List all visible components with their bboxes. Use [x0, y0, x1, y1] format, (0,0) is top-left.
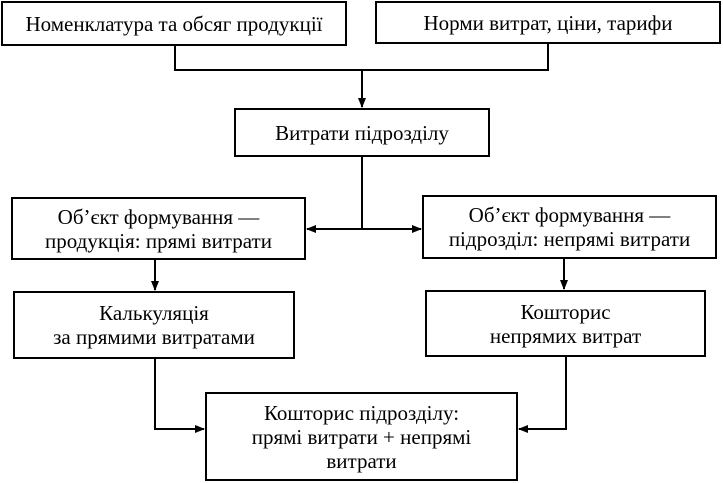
box-estimate-unit-line1: Кошторис підрозділу:: [263, 400, 460, 425]
box-estimate-indirect-line2: непрямих витрат: [489, 323, 642, 348]
box-calculation-line1: Калькуляція: [99, 301, 209, 325]
box-estimate-unit-line2: прямі витрати + непрямі: [251, 424, 472, 449]
box-estimate-unit: Кошторис підрозділу: прямі витрати + неп…: [205, 392, 518, 481]
box-object-product: Об’єкт формування — продукція: прямі вит…: [11, 197, 306, 260]
box-unit-costs-text: Витрати підрозділу: [275, 120, 449, 145]
box-norms: Норми витрат, ціни, тарифи: [375, 1, 721, 44]
box-estimate-unit-line3: витрати: [326, 448, 397, 473]
box-unit-costs: Витрати підрозділу: [234, 108, 490, 157]
box-calculation: Калькуляція за прямими витратами: [13, 291, 295, 359]
box-estimate-indirect: Кошторис непрямих витрат: [425, 290, 706, 357]
box-nomenclature-text: Номенклатура та обсяг продукції: [25, 11, 323, 36]
box-norms-text: Норми витрат, ціни, тарифи: [423, 10, 673, 35]
box-nomenclature: Номенклатура та обсяг продукції: [1, 1, 347, 46]
box-calculation-line2: за прямими витратами: [53, 325, 255, 349]
box-object-unit-line2: підрозділ: непрямі витрати: [448, 227, 691, 251]
box-object-product-line1: Об’єкт формування —: [57, 204, 260, 229]
arrow-calculation-to-estimate-unit: [154, 359, 205, 433]
box-object-product-line2: продукція: прямі витрати: [45, 228, 272, 253]
box-object-unit: Об’єкт формування — підрозділ: непрямі в…: [422, 195, 717, 259]
box-estimate-indirect-line1: Кошторис: [520, 299, 611, 324]
box-object-unit-line1: Об’єкт формування —: [468, 203, 671, 227]
connector-top-merge: [174, 44, 549, 71]
arrow-estimate-indirect-to-estimate-unit: [518, 357, 567, 433]
